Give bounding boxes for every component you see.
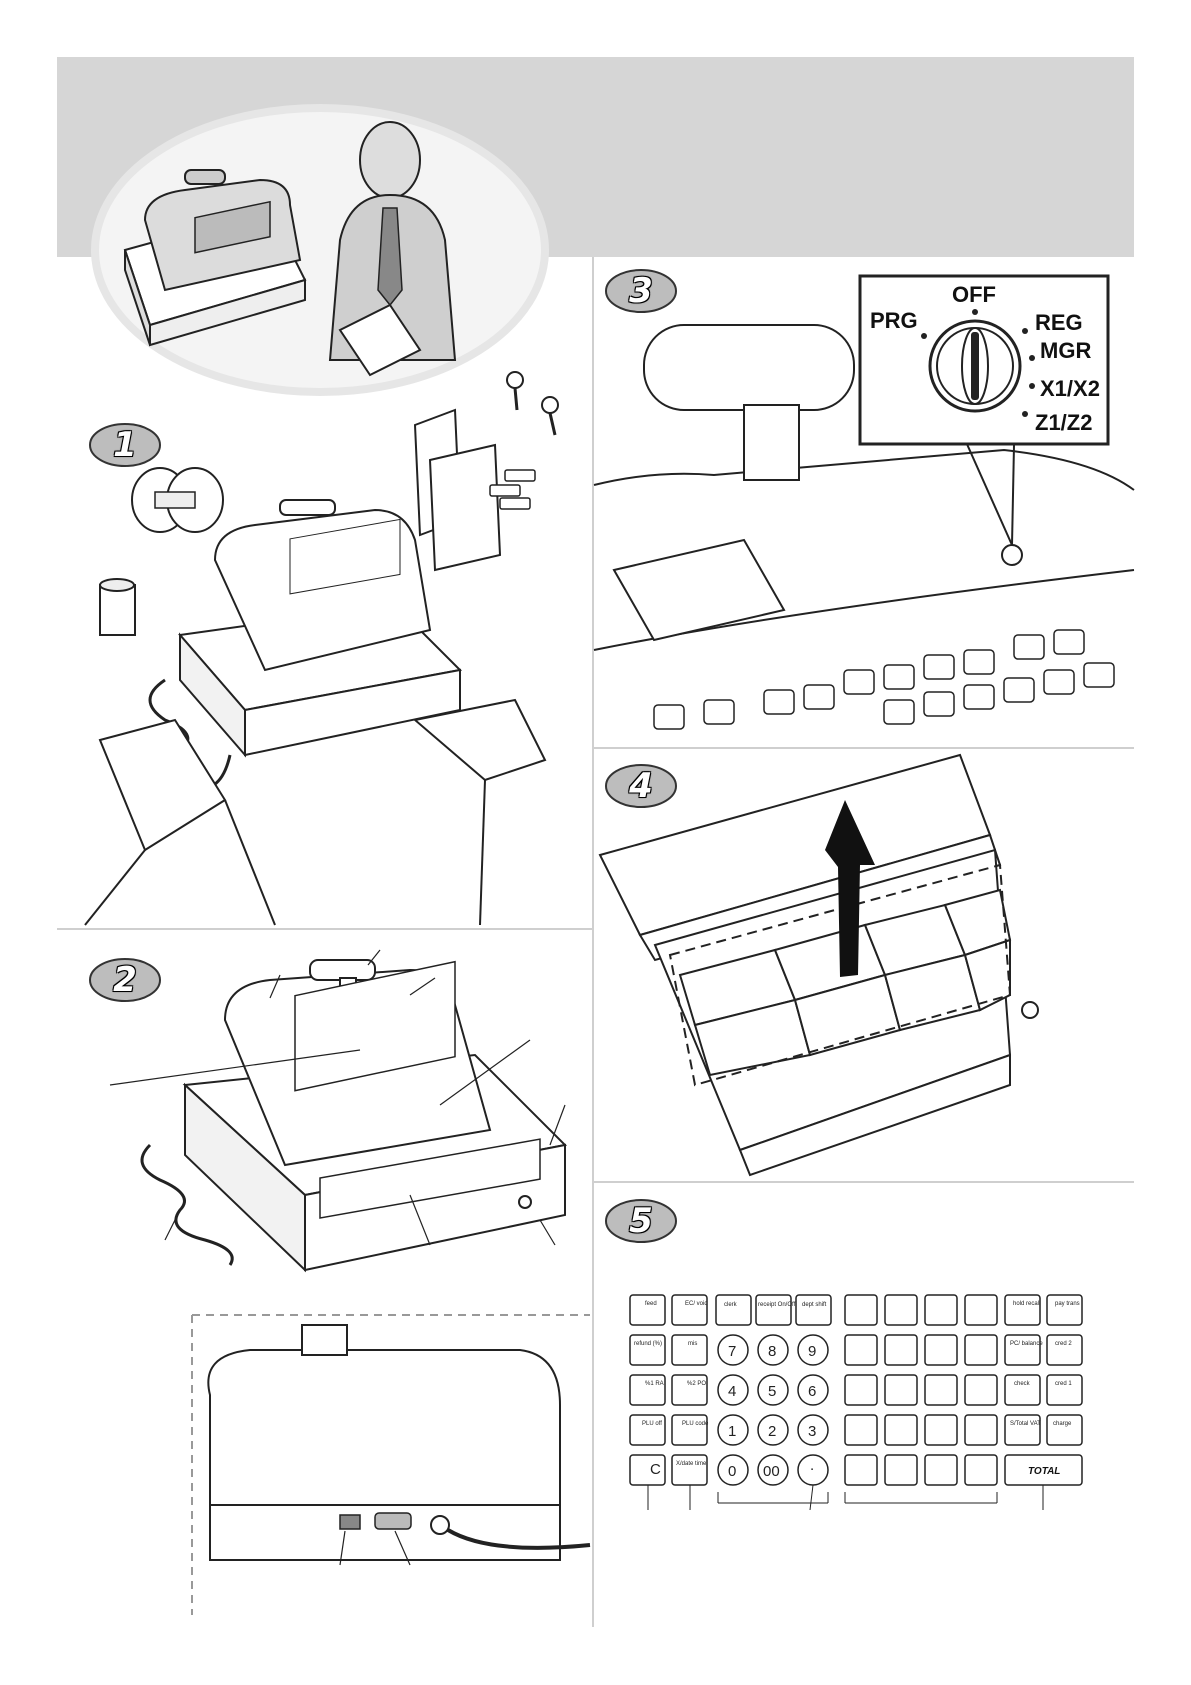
top-function-keys xyxy=(716,1295,831,1325)
keyboard-layout: feed EC/ void refund (%) mis %1 RA %2 PO… xyxy=(600,1270,1120,1510)
key-c: C xyxy=(650,1461,661,1478)
key-8: 8 xyxy=(768,1343,776,1360)
key-00: 00 xyxy=(763,1463,780,1480)
key-6: 6 xyxy=(808,1383,816,1400)
step-badge-5: 5 xyxy=(604,1198,678,1244)
key-7: 7 xyxy=(728,1343,736,1360)
department-keys xyxy=(845,1295,997,1485)
key-subtotal-vat: S/Total VAT xyxy=(1010,1421,1041,1427)
key-pay-trans: pay trans xyxy=(1055,1301,1080,1307)
mode-switch-callout: PRG OFF REG MGR X1/X2 Z1/Z2 xyxy=(860,276,1110,446)
key-0: 0 xyxy=(728,1463,736,1480)
mode-x1x2-label: X1/X2 xyxy=(1040,376,1100,401)
key-mis: mis xyxy=(688,1341,697,1347)
mode-z1z2-label: Z1/Z2 xyxy=(1035,410,1092,435)
unboxing-illustration xyxy=(85,380,590,925)
cash-drawer-illustration xyxy=(600,755,1100,1175)
key-9: 9 xyxy=(808,1343,816,1360)
key-date-time: X/date time xyxy=(676,1461,707,1467)
step-badge-3: 3 xyxy=(604,268,678,314)
key-feed: feed xyxy=(645,1301,657,1307)
key-plu-code: PLU code xyxy=(682,1421,709,1427)
divider-3-4 xyxy=(594,747,1134,749)
intro-illustration xyxy=(90,100,560,400)
key-ec-void: EC/ void xyxy=(685,1301,708,1307)
step-number: 3 xyxy=(604,268,678,314)
key-cred-2: cred 2 xyxy=(1055,1341,1072,1347)
key-receipt: receipt On/Off xyxy=(758,1302,796,1308)
key-clerk: clerk xyxy=(724,1302,738,1308)
divider-4-5 xyxy=(594,1181,1134,1183)
key-5: 5 xyxy=(768,1383,776,1400)
key-1: 1 xyxy=(728,1423,736,1440)
step-number: 5 xyxy=(604,1198,678,1244)
key-ra: %1 RA xyxy=(645,1381,664,1387)
key-2: 2 xyxy=(768,1423,776,1440)
mode-prg-label: PRG xyxy=(870,308,918,333)
key-charge: charge xyxy=(1053,1421,1072,1427)
mode-mgr-label: MGR xyxy=(1040,338,1091,363)
key-4: 4 xyxy=(728,1383,736,1400)
mode-off-label: OFF xyxy=(952,282,996,307)
interface-ports-illustration xyxy=(190,1315,590,1615)
key-refund: refund (%) xyxy=(634,1341,662,1347)
key-point: . xyxy=(810,1457,814,1474)
key-total: TOTAL xyxy=(1028,1466,1060,1477)
key-pc-balance: PC/ balance xyxy=(1010,1341,1043,1347)
key-plu-off: PLU off xyxy=(642,1421,662,1427)
key-cred-1: cred 1 xyxy=(1055,1381,1072,1387)
key-dept-shift: dept shift xyxy=(802,1302,827,1308)
key-check: check xyxy=(1014,1381,1031,1387)
key-3: 3 xyxy=(808,1423,816,1440)
key-hold-recall: hold recall xyxy=(1013,1301,1040,1307)
left-function-keys xyxy=(630,1295,707,1485)
divider-1-2 xyxy=(57,928,592,930)
right-function-keys xyxy=(1005,1295,1082,1485)
mode-reg-label: REG xyxy=(1035,310,1083,335)
register-parts-illustration xyxy=(110,940,580,1310)
key-po: %2 PO xyxy=(687,1381,706,1387)
